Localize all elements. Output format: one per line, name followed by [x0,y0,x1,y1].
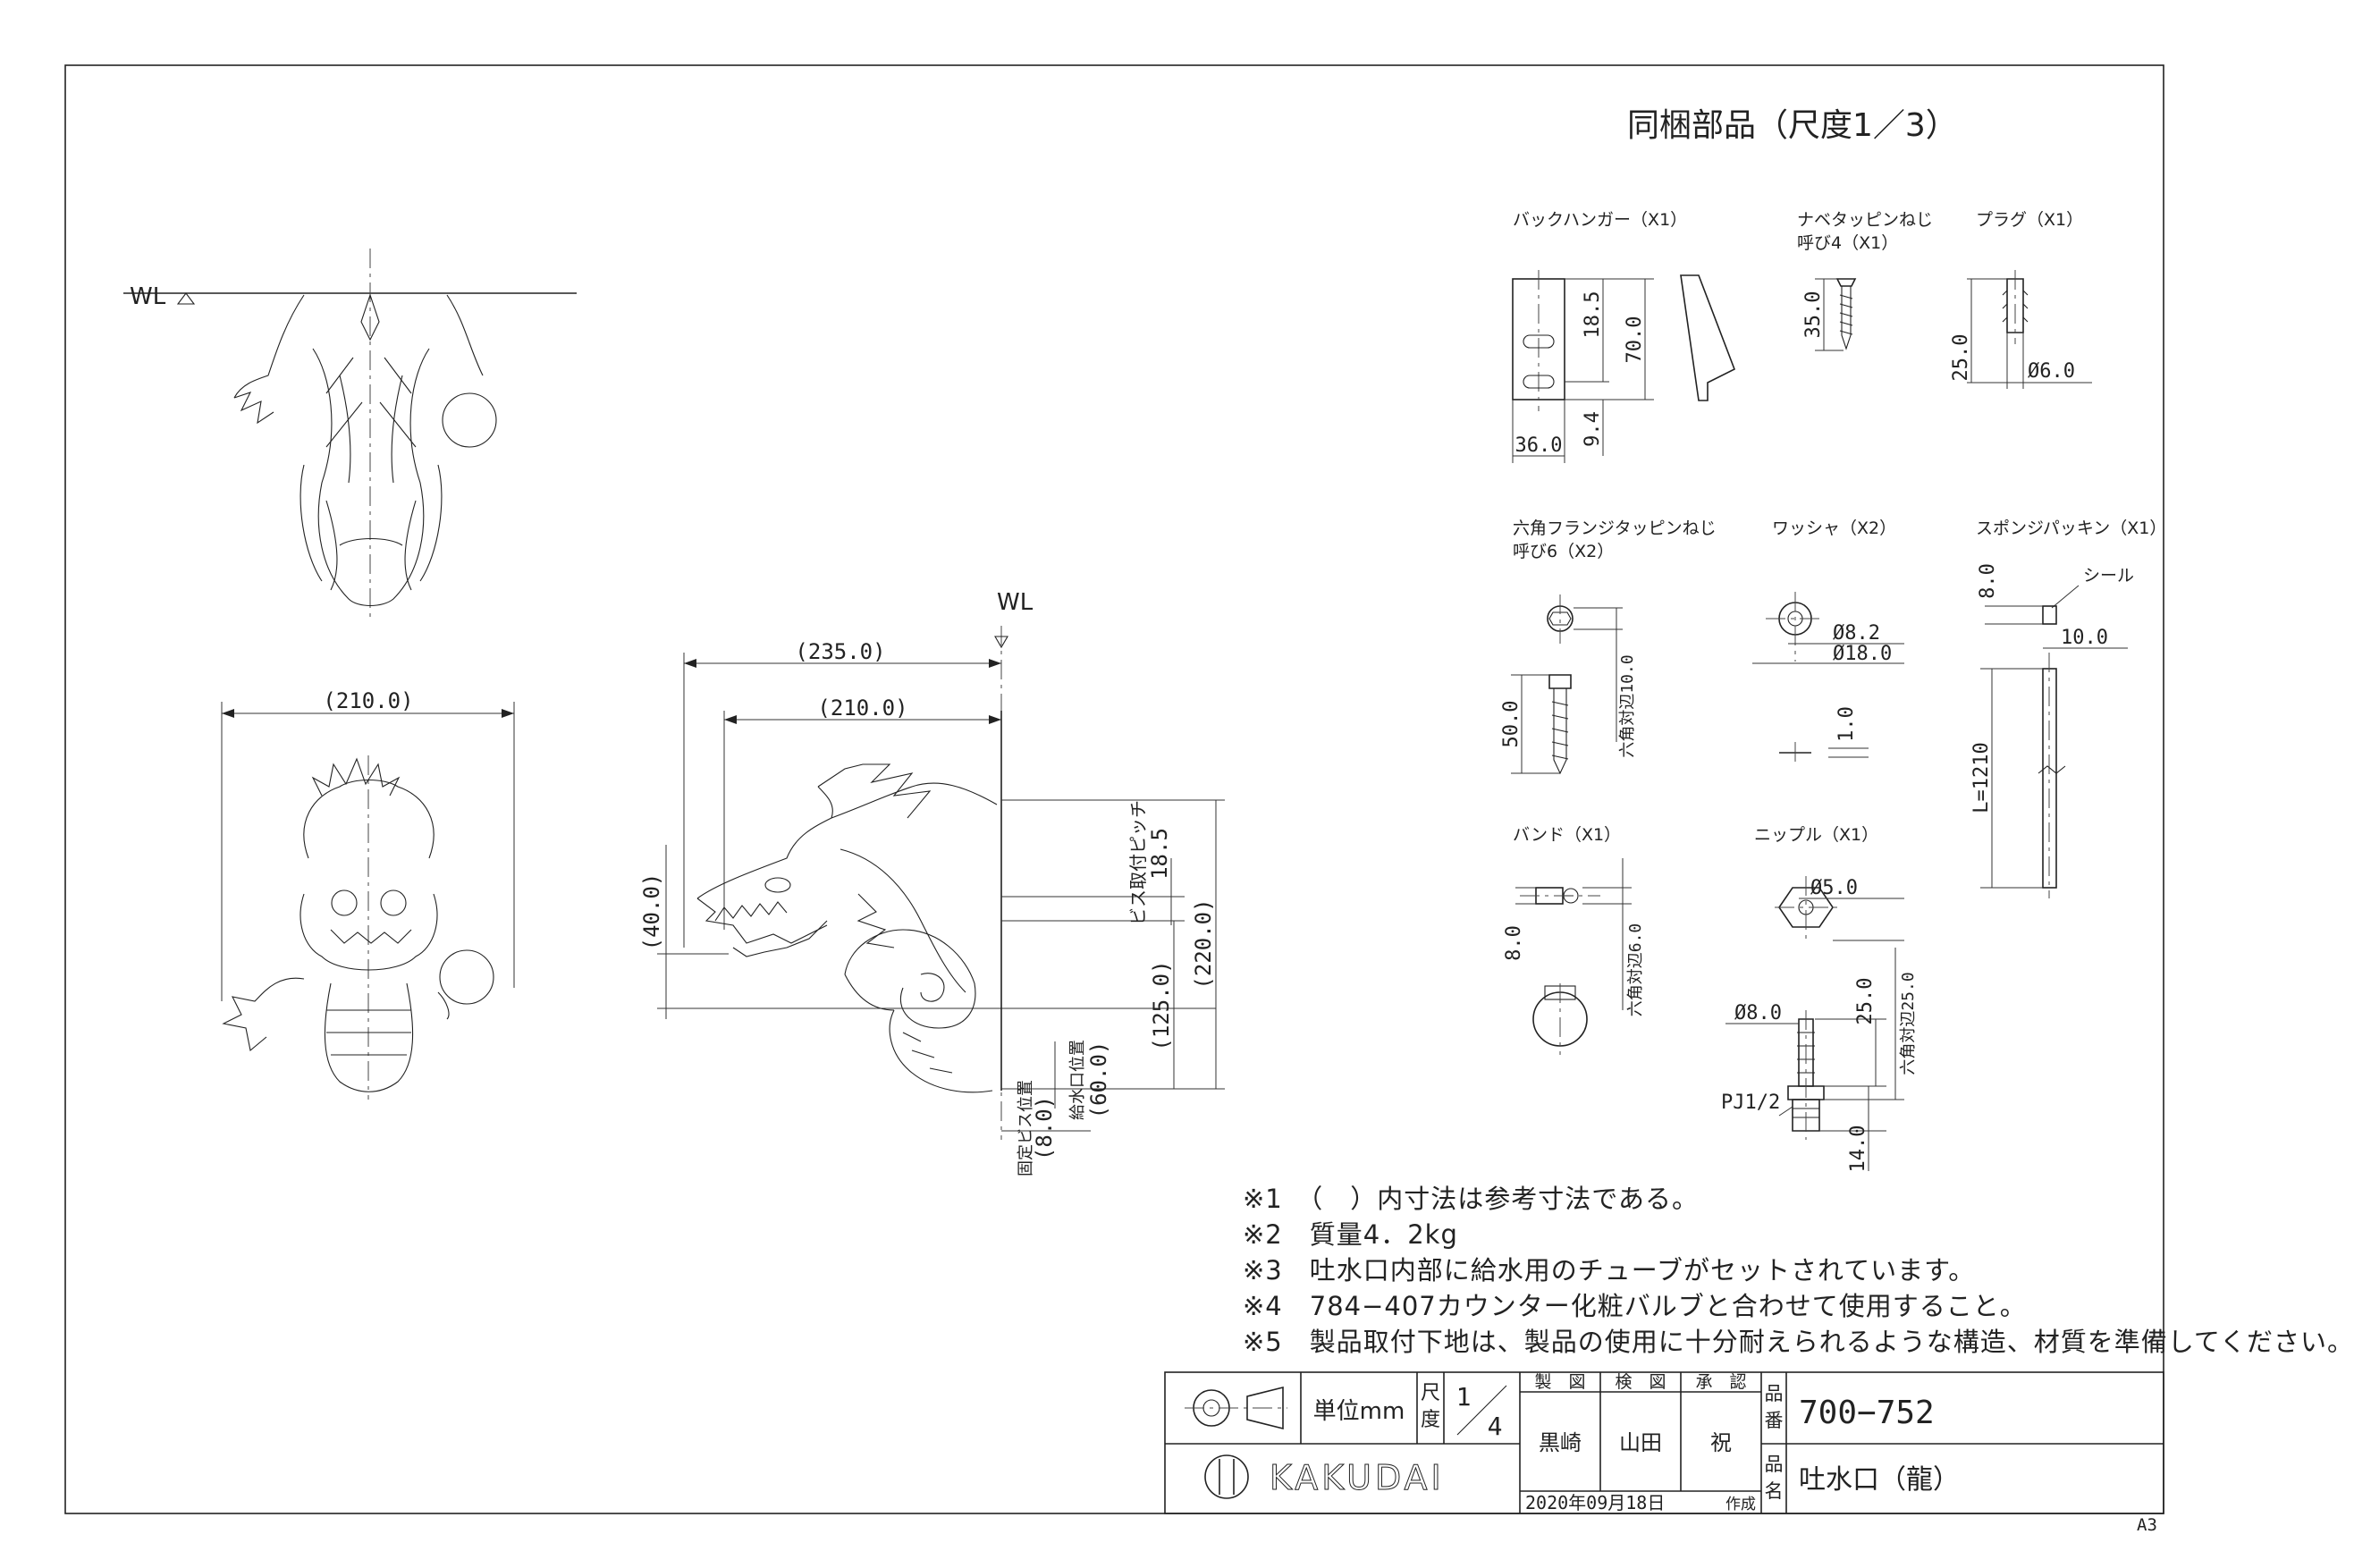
tb-h-drawn: 製 図 [1534,1372,1585,1392]
brand-name: KAKUDAI [1270,1458,1445,1497]
tb-name-label-2: 名 [1765,1480,1784,1502]
nipple-thread-len: 14.0 [1847,1125,1869,1173]
technical-drawing: WL (210.0) [64,64,2166,1535]
dim-front-width: (210.0) [323,688,413,713]
plug-len: 25.0 [1950,334,1972,382]
note-2: ※2 質量4．2kg [1243,1219,1458,1250]
parts-section-title: 同梱部品（尺度1／3） [1627,107,1958,144]
note-5: ※5 製品取付下地は、製品の使用に十分耐えられるような構造、材質を準備してくださ… [1243,1327,2354,1357]
tb-unit: 単位mm [1313,1398,1405,1425]
drawing-sheet: WL (210.0) [64,64,2354,1535]
tb-h-approved: 承 認 [1695,1372,1746,1392]
dim-pitch-label: ビス取付ピッチ [1127,800,1149,925]
tb-h-checked: 検 図 [1615,1372,1666,1392]
dragon-top-outline [233,293,497,607]
tb-scale-label-1: 尺 [1421,1382,1440,1404]
band-label: バンド（X1） [1513,825,1621,845]
part-nipple: ニップル（X1） Ø5.0 Ø8.0 25.0 14.0 六角対辺25.0 PJ… [1721,825,1918,1172]
title-block: 単位mm 尺 度 1 4 製 図 検 図 承 認 黒崎 山田 祝 品 番 700… [1164,1371,2164,1514]
hex-screw-len: 50.0 [1500,701,1523,748]
plug-dia: Ø6.0 [2028,360,2075,383]
plug-label: プラグ（X1） [1976,210,2083,230]
washer-label: ワッシャ（X2） [1772,518,1896,538]
dim-inlet-label: 給水口位置 [1068,1040,1087,1120]
dim-mouth: (40.0) [639,873,664,951]
dim-inlet: (60.0) [1086,1041,1111,1119]
sponge-len: L=1210 [1970,742,1993,813]
hex-screw-sub: 呼び6（X2） [1513,542,1614,561]
part-band: バンド（X1） 8.0 六角対辺6.0 [1503,825,1645,1055]
tb-date: 2020年09月18日 [1525,1492,1665,1513]
tb-scale-num: 1 [1456,1382,1472,1412]
tb-part-name: 吐水口（龍） [1799,1464,1960,1496]
wl-label-side: WL [997,589,1034,616]
dragon-front-outline [222,757,494,1092]
tb-name-label-1: 品 [1765,1454,1784,1475]
top-view: WL [123,249,577,621]
note-1: ※1 （ ）内寸法は参考寸法である。 [1243,1184,1699,1214]
dim-h125: (125.0) [1149,960,1174,1050]
sponge-label: スポンジパッキン（X1） [1976,518,2166,538]
dim-pitch: 18.5 [1147,828,1172,880]
dim-h220: (220.0) [1191,898,1216,989]
nipple-inner: Ø5.0 [1810,877,1858,899]
tb-checked-by: 山田 [1619,1430,1662,1455]
part-pan-screw: ナベタッピンねじ 呼び4（X1） 35.0 [1797,210,1933,351]
dim-fix-label: 固定ビス位置 [1017,1080,1035,1176]
tb-approved-by: 祝 [1710,1430,1732,1455]
sheet-border [64,64,2164,1514]
tb-scale-label-2: 度 [1421,1409,1440,1431]
pan-screw-len: 35.0 [1802,291,1825,339]
band-hex: 六角対辺6.0 [1626,923,1645,1017]
front-view: (210.0) [221,688,515,1100]
dim-depth: (210.0) [817,695,907,721]
nipple-tube: Ø8.0 [1734,1002,1782,1024]
tb-created: 作成 [1725,1496,1756,1513]
note-3: ※3 吐水口内部に給水用のチューブがセットされています。 [1243,1255,1976,1286]
pan-screw-sub: 呼び4（X1） [1797,233,1898,253]
nipple-len: 25.0 [1854,978,1877,1025]
tb-drawn-by: 黒崎 [1539,1430,1582,1455]
back-hanger-h-top: 18.5 [1582,291,1604,339]
hex-screw-label: 六角フランジタッピンねじ [1513,518,1717,538]
pan-screw-label: ナベタッピンねじ [1797,210,1933,230]
wl-label-top: WL [130,283,166,310]
part-sponge: スポンジパッキン（X1） シール 8.0 10.0 L=1210 [1970,518,2166,898]
tb-scale-den: 4 [1488,1412,1503,1441]
tb-part-number: 700−752 [1799,1395,1935,1431]
washer-inner: Ø8.2 [1833,622,1880,645]
tb-no-label-1: 品 [1765,1383,1784,1404]
dragon-side-outline [696,763,998,1093]
sponge-width: 10.0 [2061,627,2108,649]
sponge-seal: シール [2083,566,2134,586]
note-4: ※4 784−407カウンター化粧バルブと合わせて使用すること。 [1243,1291,2027,1321]
part-back-hanger: バックハンガー（X1） 18.5 70.0 9.4 36.0 [1512,210,1736,463]
nipple-hex: 六角対辺25.0 [1899,972,1918,1075]
nipple-label: ニップル（X1） [1754,825,1878,845]
sheet-size: A3 [2137,1515,2157,1535]
sponge-top: 8.0 [1977,563,1999,599]
back-hanger-w: 36.0 [1515,434,1563,457]
tb-no-label-2: 番 [1765,1410,1784,1431]
band-w: 8.0 [1503,925,1525,961]
back-hanger-label: バックハンガー（X1） [1513,210,1687,230]
dim-fix: (8.0) [1032,1096,1057,1160]
back-hanger-bottom: 9.4 [1582,411,1604,447]
kakudai-logo: KAKUDAI [1204,1454,1445,1499]
part-hex-screw: 六角フランジタッピンねじ 呼び6（X2） 六角対辺10.0 50.0 [1500,518,1717,775]
dim-overall: (235.0) [795,639,885,664]
back-hanger-h: 70.0 [1624,316,1646,364]
part-washer: ワッシャ（X2） Ø8.2 Ø18.0 1.0 [1752,518,1904,764]
part-plug: プラグ（X1） 25.0 Ø6.0 [1950,210,2092,389]
hex-screw-hex: 六角対辺10.0 [1618,654,1637,757]
side-view: WL (235.0) (210.0) (40.0) [639,589,1225,1176]
nipple-thread: PJ1/2 [1721,1092,1780,1114]
washer-thick: 1.0 [1835,706,1858,742]
washer-outer: Ø18.0 [1833,643,1892,665]
